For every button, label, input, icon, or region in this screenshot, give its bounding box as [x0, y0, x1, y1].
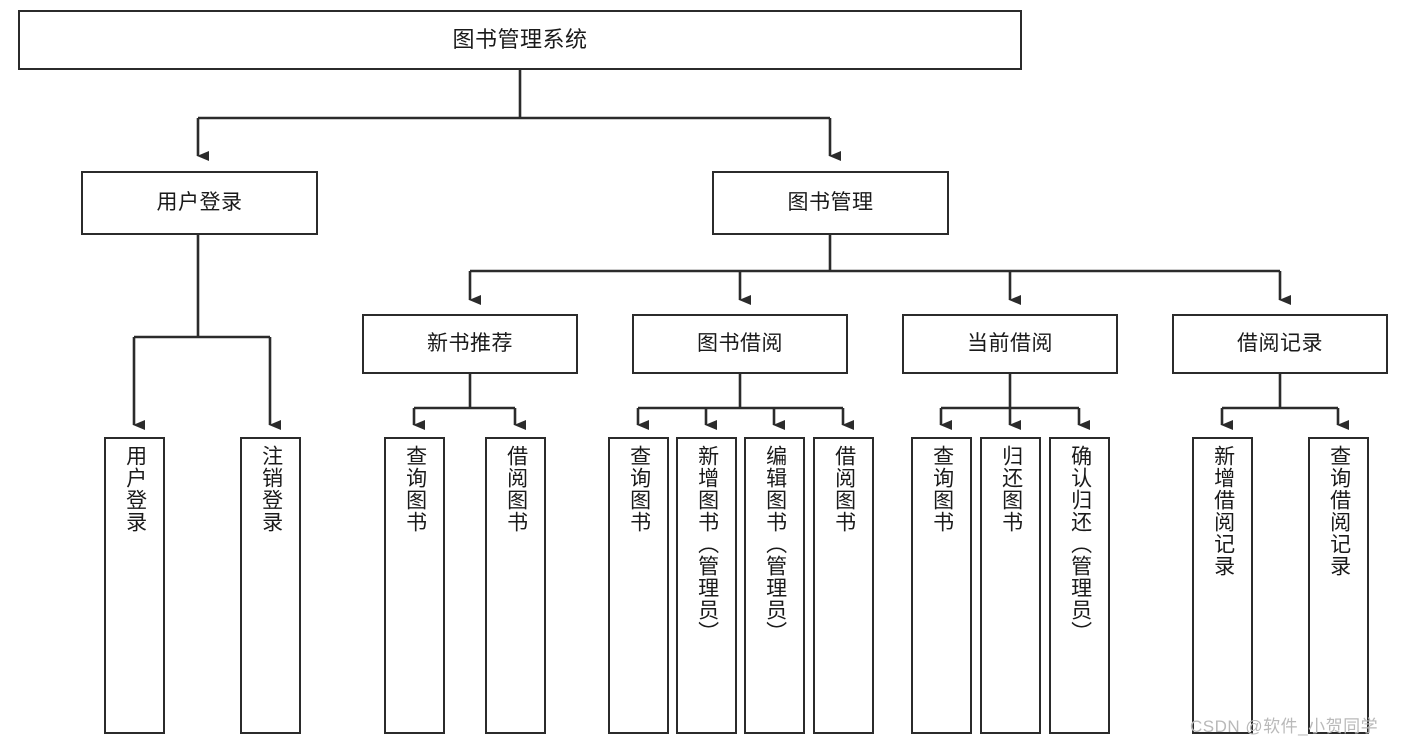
- leaf-confirm-return-admin[interactable]: 确认归还（管理员）: [1049, 437, 1110, 734]
- node-borrow-record[interactable]: 借阅记录: [1172, 314, 1388, 374]
- leaf-borrow-book-label: 借阅图书: [832, 445, 856, 533]
- leaf-borrow-book[interactable]: 借阅图书: [813, 437, 874, 734]
- leaf-query-book-borrow-label: 查询图书: [627, 445, 651, 533]
- watermark-text: CSDN @软件_小贺同学: [1190, 717, 1379, 736]
- node-book-borrow[interactable]: 图书借阅: [632, 314, 848, 374]
- leaf-logout[interactable]: 注销登录: [240, 437, 301, 734]
- leaf-return-book-label: 归还图书: [999, 445, 1023, 533]
- leaf-return-book[interactable]: 归还图书: [980, 437, 1041, 734]
- node-new-book-recommend[interactable]: 新书推荐: [362, 314, 578, 374]
- leaf-edit-book-admin[interactable]: 编辑图书（管理员）: [744, 437, 805, 734]
- leaf-query-book-current-label: 查询图书: [930, 445, 954, 533]
- node-root[interactable]: 图书管理系统: [18, 10, 1022, 70]
- leaf-edit-book-admin-label: 编辑图书（管理员）: [763, 445, 787, 643]
- leaf-query-borrow-record[interactable]: 查询借阅记录: [1308, 437, 1369, 734]
- node-book-management-label: 图书管理: [787, 191, 874, 215]
- leaf-add-book-admin[interactable]: 新增图书（管理员）: [676, 437, 737, 734]
- node-current-borrow-label: 当前借阅: [967, 332, 1053, 356]
- node-user-login[interactable]: 用户登录: [81, 171, 318, 235]
- leaf-query-borrow-record-label: 查询借阅记录: [1327, 445, 1351, 577]
- leaf-user-login-label: 用户登录: [123, 445, 147, 533]
- node-book-management[interactable]: 图书管理: [712, 171, 949, 235]
- leaf-borrow-book-recommend-label: 借阅图书: [504, 445, 528, 533]
- node-new-book-recommend-label: 新书推荐: [427, 332, 513, 356]
- leaf-add-borrow-record-label: 新增借阅记录: [1211, 445, 1235, 577]
- leaf-logout-label: 注销登录: [259, 445, 283, 533]
- node-user-login-label: 用户登录: [156, 191, 243, 215]
- leaf-query-book-recommend[interactable]: 查询图书: [384, 437, 445, 734]
- leaf-query-book-recommend-label: 查询图书: [403, 445, 427, 533]
- node-borrow-record-label: 借阅记录: [1237, 332, 1323, 356]
- leaf-confirm-return-admin-label: 确认归还（管理员）: [1068, 445, 1092, 643]
- leaf-add-book-admin-label: 新增图书（管理员）: [695, 445, 719, 643]
- node-current-borrow[interactable]: 当前借阅: [902, 314, 1118, 374]
- leaf-query-book-current[interactable]: 查询图书: [911, 437, 972, 734]
- node-book-borrow-label: 图书借阅: [697, 332, 783, 356]
- leaf-add-borrow-record[interactable]: 新增借阅记录: [1192, 437, 1253, 734]
- leaf-user-login[interactable]: 用户登录: [104, 437, 165, 734]
- node-root-label: 图书管理系统: [452, 26, 588, 52]
- leaf-borrow-book-recommend[interactable]: 借阅图书: [485, 437, 546, 734]
- leaf-query-book-borrow[interactable]: 查询图书: [608, 437, 669, 734]
